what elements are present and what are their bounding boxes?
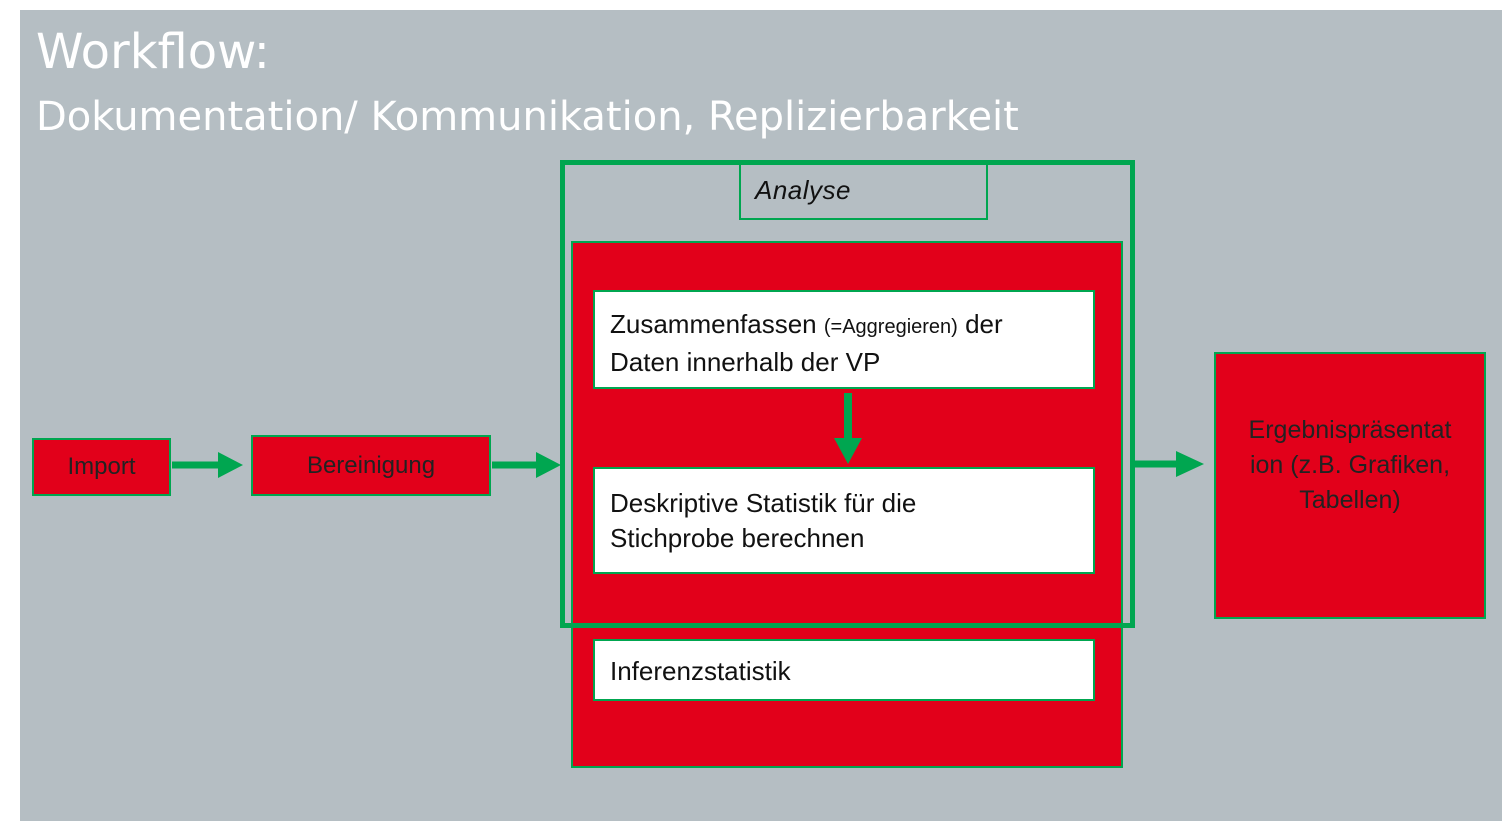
- cleaning-label: Bereinigung: [306, 451, 436, 479]
- results-text-line2: ion (z.B. Grafiken,: [1249, 451, 1451, 479]
- inferential-text: Inferenzstatistik: [610, 656, 791, 686]
- slide-title: Workflow:: [36, 24, 270, 80]
- aggregate-text-line2: Daten innerhalb der VP: [610, 347, 881, 377]
- analysis-frame: [560, 160, 1135, 628]
- descriptive-step: Deskriptive Statistik für die Stichprobe…: [593, 467, 1095, 574]
- aggregate-text-paren: (=Aggregieren): [823, 316, 958, 338]
- cleaning-step: Bereinigung: [251, 435, 491, 496]
- import-label: Import: [67, 453, 136, 480]
- import-step: Import: [32, 438, 171, 496]
- slide-subtitle: Dokumentation/ Kommunikation, Replizierb…: [36, 94, 1019, 140]
- results-text: Ergebnispräsentat ion (z.B. Grafiken, Ta…: [1249, 413, 1452, 518]
- results-text-line3: Tabellen): [1299, 486, 1401, 514]
- results-step: Ergebnispräsentat ion (z.B. Grafiken, Ta…: [1214, 352, 1486, 619]
- analysis-label: Analyse: [739, 165, 988, 220]
- aggregate-text-rest: der: [957, 309, 1003, 339]
- descriptive-text-line1: Deskriptive Statistik für die: [610, 488, 917, 518]
- inferential-step: Inferenzstatistik: [593, 639, 1095, 701]
- descriptive-text-line2: Stichprobe berechnen: [610, 523, 865, 553]
- aggregate-text-main: Zusammenfassen: [610, 309, 824, 339]
- results-text-line1: Ergebnispräsentat: [1248, 416, 1452, 444]
- aggregate-step: Zusammenfassen (=Aggregieren) der Daten …: [593, 290, 1095, 389]
